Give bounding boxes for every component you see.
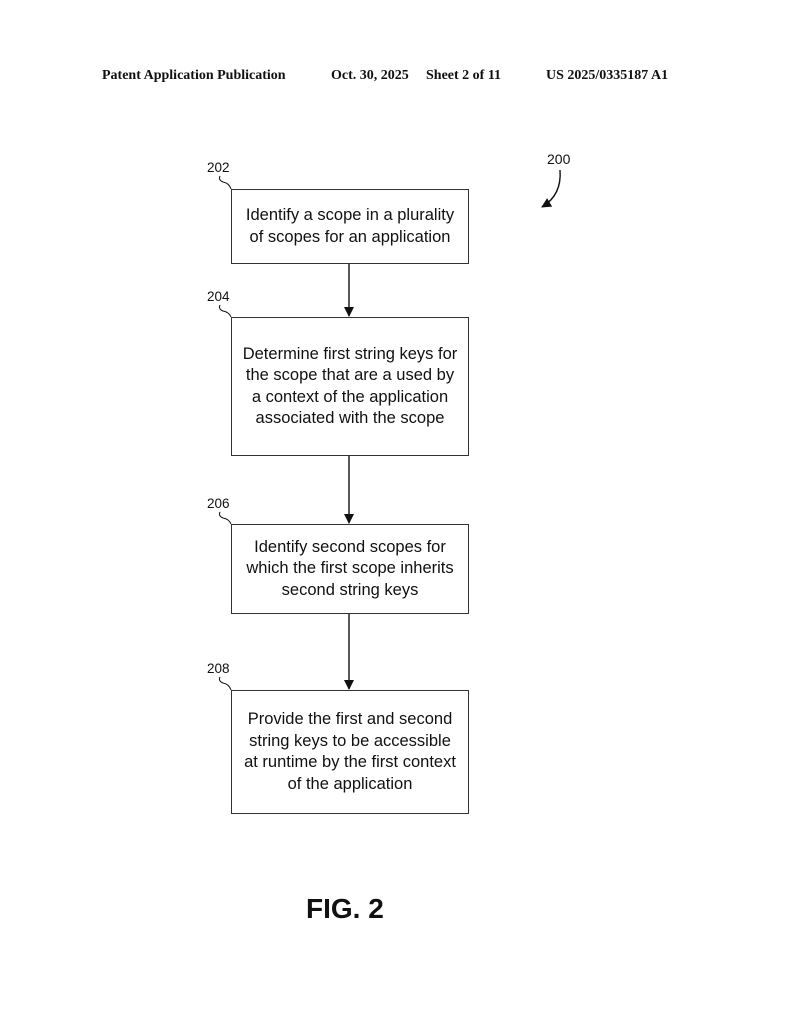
step-box-determine-first-keys: Determine first string keys for the scop… [231,317,469,456]
step-text: Determine first string keys for the scop… [242,344,458,428]
step-box-identify-second-scopes: Identify second scopes for which the fir… [231,524,469,614]
leader-208 [218,676,232,691]
publication-label: Patent Application Publication [102,68,286,83]
step-text: Identify a scope in a plurality of scope… [245,206,455,246]
step-ref-202: 202 [207,160,230,175]
leader-202 [218,175,232,190]
leader-204 [218,304,232,318]
step-text: Provide the first and second string keys… [244,710,456,793]
figure-label: FIG. 2 [306,893,384,924]
sheet-number: Sheet 2 of 11 [426,68,502,83]
publication-date: Oct. 30, 2025 [331,68,409,83]
patent-header: Patent Application Publication Oct. 30, … [0,68,794,88]
step-ref-204: 204 [207,289,230,304]
step-text: Identify second scopes for which the fir… [246,537,454,599]
figure-reference-numeral: 200 [547,151,571,167]
patent-number: US 2025/0335187 A1 [546,68,669,83]
step-ref-206: 206 [207,496,230,511]
step-box-provide-keys: Provide the first and second string keys… [231,690,469,814]
step-box-identify-scope: Identify a scope in a plurality of scope… [231,189,469,264]
figure-ref-arrow [541,169,561,208]
step-ref-208: 208 [207,661,230,676]
leader-206 [218,511,232,525]
